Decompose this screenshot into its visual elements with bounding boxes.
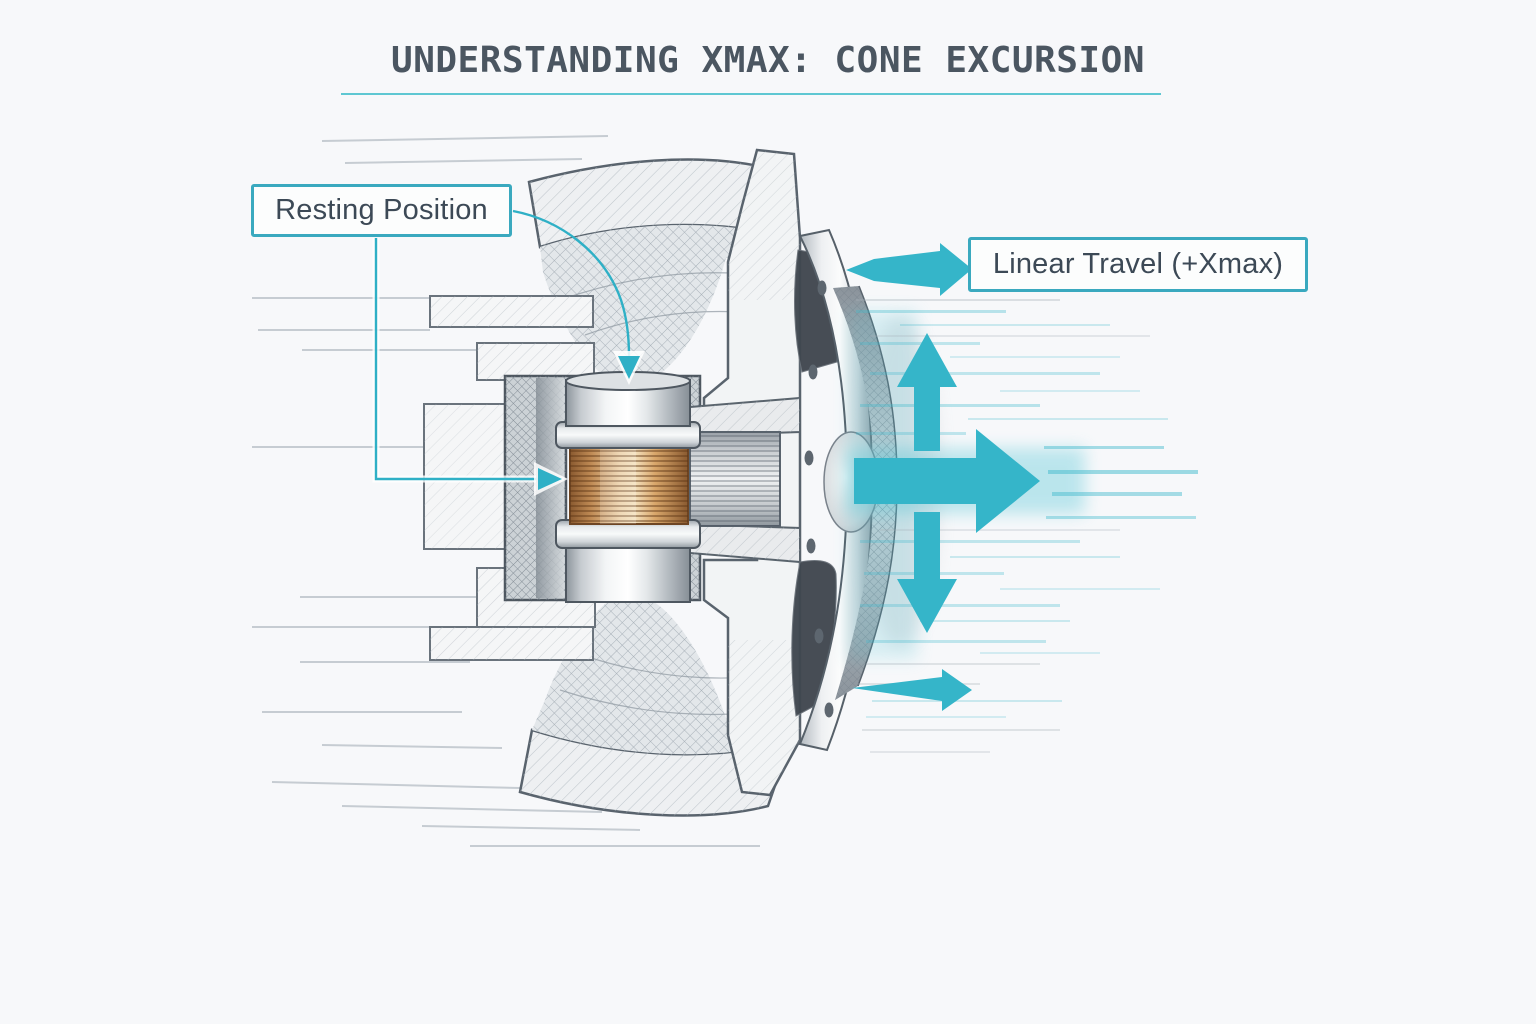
- resting-position-label: Resting Position: [275, 194, 488, 226]
- excursion-up-arrow-icon: [897, 333, 957, 451]
- linear-travel-pointer-arrow-icon: [846, 243, 972, 296]
- excursion-forward-arrow-icon: [854, 429, 1040, 533]
- voice-coil-windings: [569, 443, 689, 525]
- cone-bottom-arrow-icon: [852, 669, 972, 711]
- frame-basket: [702, 148, 802, 797]
- coil-top-leader-line: [512, 209, 631, 357]
- resting-position-arrowhead-icon: [538, 468, 562, 490]
- callout-linear-travel: Linear Travel (+Xmax): [968, 237, 1308, 292]
- bolt-holes: [804, 280, 834, 718]
- cone-upper-wall: [527, 158, 795, 249]
- excursion-arrows: [846, 243, 1040, 711]
- page-title: UNDERSTANDING XMAX: CONE EXCURSION: [391, 40, 1145, 81]
- top-plate: [677, 396, 801, 438]
- sketch-streaks-left: [252, 135, 760, 847]
- callout-resting-position: Resting Position: [251, 184, 512, 237]
- linear-travel-label: Linear Travel (+Xmax): [992, 248, 1284, 280]
- resting-position-leader-line: [374, 238, 538, 481]
- title-underline: [341, 93, 1161, 95]
- coil-top-arrowhead-icon: [618, 356, 640, 379]
- excursion-down-arrow-icon: [897, 512, 957, 633]
- pole-piece-block: [689, 431, 781, 527]
- voice-coil-assembly: [555, 371, 701, 603]
- voice-coil-former-lower: [565, 543, 691, 603]
- callout-leaders: [372, 209, 645, 496]
